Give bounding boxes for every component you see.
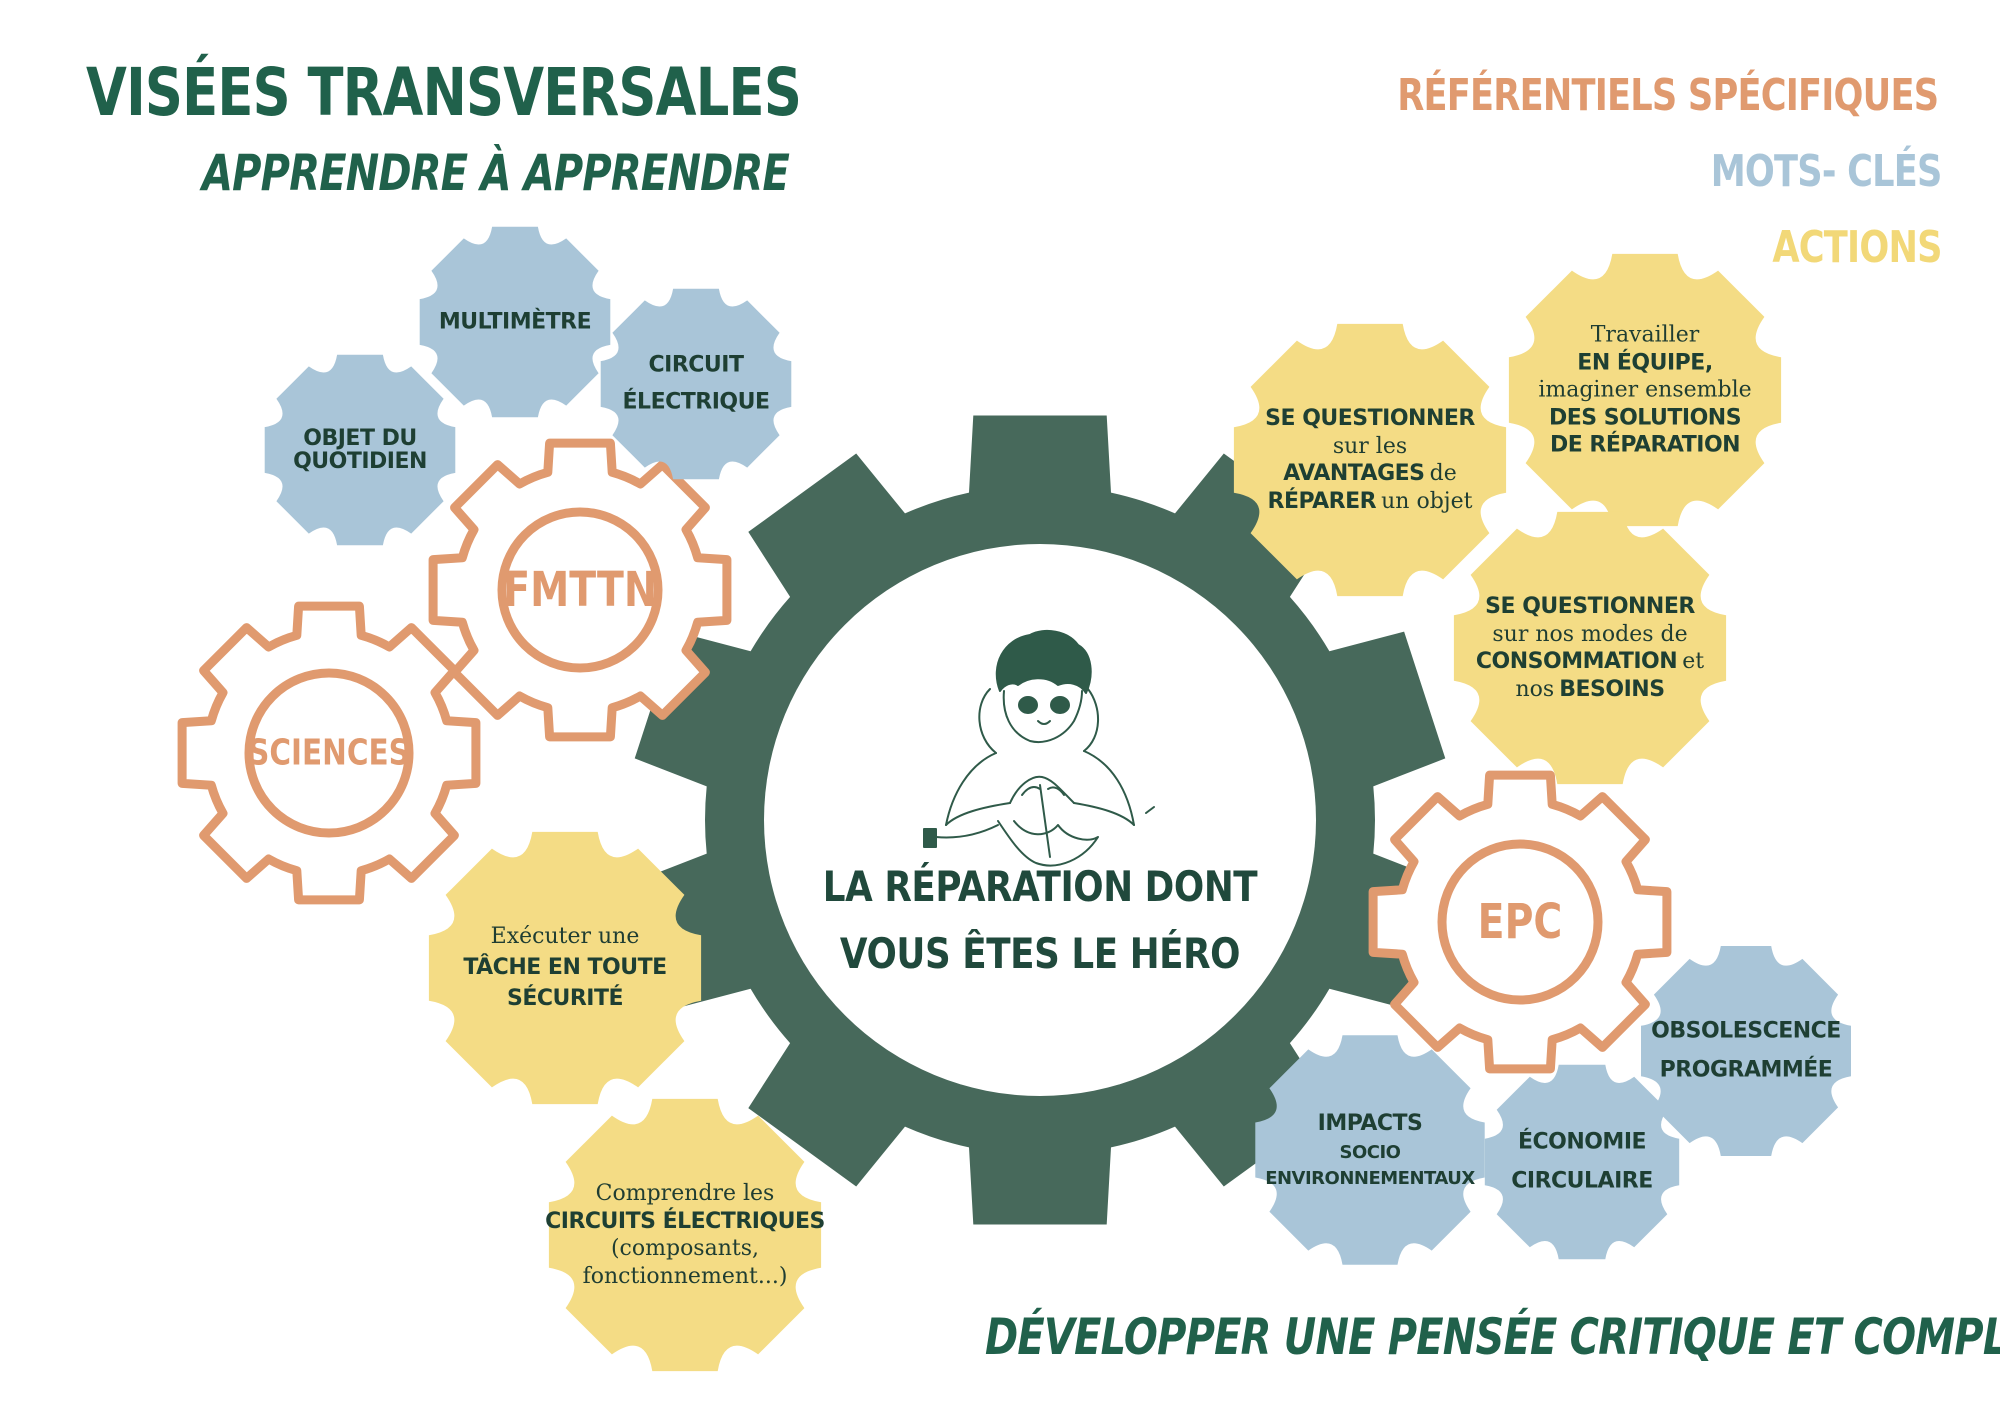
action-consommation-s3: nos	[1515, 676, 1555, 702]
action-avantages-b1: SE QUESTIONNER	[1265, 406, 1475, 431]
legend-mots-cles-label: MOTS- CLÉS	[1711, 146, 1943, 197]
action-circuits: Comprendre les CIRCUITS ÉLECTRIQUES (com…	[545, 1180, 825, 1290]
keyword-multimetre: MULTIMÈTRE	[438, 308, 592, 336]
action-securite-s1: Exécuter une	[490, 923, 640, 949]
action-gear-circuits	[548, 1098, 822, 1372]
gear-label-epc: EPC	[1477, 894, 1563, 950]
action-avantages-s2: de	[1429, 461, 1457, 486]
action-gear-consommation	[1453, 511, 1727, 785]
action-consommation-s2: et	[1682, 649, 1705, 674]
action-equipe-b1: EN ÉQUIPE,	[1577, 349, 1713, 375]
action-gear-equipe	[1508, 253, 1782, 527]
action-equipe-s2: imaginer ensemble	[1538, 377, 1752, 403]
keyword-circuit-line2: ÉLECTRIQUE	[622, 390, 770, 415]
keyword-impacts-line3: ENVIRONNEMENTAUX	[1265, 1167, 1475, 1189]
page-title: VISÉES TRANSVERSALES	[86, 54, 802, 131]
epc-gear-shape	[1368, 770, 1672, 1074]
footer-title: DÉVELOPPER UNE PENSÉE CRITIQUE ET COMPLE…	[985, 1308, 2000, 1366]
keyword-obsolescence-line1: OBSOLESCENCE	[1651, 1018, 1841, 1044]
keyword-impacts-line2: SOCIO	[1339, 1141, 1401, 1163]
action-consommation-b3: BESOINS	[1559, 676, 1665, 702]
action-avantages-s1: sur les	[1332, 433, 1408, 459]
gear-label-sciences: SCIENCES	[248, 732, 410, 774]
keyword-objet-quotidien: OBJET DU QUOTIDIEN	[293, 427, 427, 473]
action-equipe-b2: DES SOLUTIONS	[1548, 404, 1742, 430]
legend-mots-cles: MOTS- CLÉS	[1653, 146, 1943, 197]
keyword-objet-line2: QUOTIDIEN	[293, 449, 427, 474]
keyword-impacts-line1: IMPACTS	[1317, 1110, 1423, 1136]
action-securite: Exécuter une TÂCHE EN TOUTE SÉCURITÉ	[463, 922, 667, 1014]
keyword-gear-obsolescence	[1641, 946, 1851, 1156]
action-equipe: Travailler EN ÉQUIPE, imaginer ensemble …	[1538, 321, 1751, 459]
fmttn-gear-shape	[428, 438, 732, 742]
sciences-gear-shape	[177, 601, 481, 905]
keyword-gear-economie	[1484, 1064, 1680, 1260]
legend-actions: ACTIONS	[1730, 222, 1943, 273]
keyword-economie-line1: ÉCONOMIE	[1517, 1129, 1647, 1155]
legend-referentiels: RÉFÉRENTIELS SPÉCIFIQUES	[1262, 70, 1939, 121]
action-equipe-b3: DE RÉPARATION	[1549, 432, 1741, 458]
action-consommation-s1: sur nos modes de	[1492, 621, 1688, 647]
keyword-gear-multimetre	[419, 226, 611, 418]
action-gear-avantages	[1233, 323, 1507, 597]
action-gear-securite	[428, 831, 702, 1105]
center-gear-hole	[764, 544, 1316, 1096]
keyword-economie-circulaire: ÉCONOMIE CIRCULAIRE	[1511, 1124, 1653, 1201]
action-securite-b2: SÉCURITÉ	[506, 985, 624, 1011]
action-circuits-s3: fonctionnement...)	[582, 1263, 788, 1289]
legend-actions-label: ACTIONS	[1772, 222, 1943, 273]
gear-label-fmttn: FMTTN	[503, 562, 657, 618]
keyword-gear-objet	[264, 354, 456, 546]
keyword-multimetre-text: MULTIMÈTRE	[438, 309, 592, 335]
keyword-gear-circuit	[600, 288, 792, 480]
action-avantages-s3: un objet	[1381, 488, 1473, 514]
keyword-impacts: IMPACTS SOCIO ENVIRONNEMENTAUX	[1265, 1108, 1475, 1192]
action-consommation: SE QUESTIONNER sur nos modes de CONSOMMA…	[1476, 593, 1704, 703]
action-avantages-b2: AVANTAGES	[1283, 461, 1425, 486]
action-circuits-s1: Comprendre les	[595, 1181, 775, 1206]
sciences-gear-ring	[244, 668, 414, 838]
center-title-line2: VOUS ÊTES LE HÉRO	[839, 929, 1241, 978]
keyword-objet-line1: OBJET DU	[303, 425, 417, 451]
keyword-gear-impacts	[1255, 1035, 1485, 1265]
repair-hero-illustration-icon	[923, 629, 1155, 867]
page-subtitle: APPRENDRE À APPRENDRE	[202, 144, 790, 202]
keyword-circuit-line1: CIRCUIT	[648, 352, 744, 378]
action-avantages: SE QUESTIONNER sur les AVANTAGES de RÉPA…	[1265, 405, 1475, 515]
epc-gear-ring	[1437, 839, 1603, 1005]
keyword-obsolescence-line2: PROGRAMMÉE	[1659, 1057, 1833, 1082]
legend-referentiels-label: RÉFÉRENTIELS SPÉCIFIQUES	[1396, 70, 1939, 121]
action-consommation-b1: SE QUESTIONNER	[1485, 594, 1695, 619]
center-title-line1: LA RÉPARATION DONT	[822, 861, 1258, 911]
action-avantages-b3: RÉPARER	[1267, 488, 1377, 514]
center-title: LA RÉPARATION DONT VOUS ÊTES LE HÉRO	[822, 853, 1258, 987]
keyword-circuit-electrique: CIRCUIT ÉLECTRIQUE	[623, 347, 770, 422]
fmttn-gear-ring	[497, 507, 663, 673]
action-equipe-s1: Travailler	[1590, 322, 1700, 348]
action-securite-b1: TÂCHE EN TOUTE	[463, 954, 667, 980]
action-consommation-b2: CONSOMMATION	[1475, 649, 1678, 674]
keyword-obsolescence: OBSOLESCENCE PROGRAMMÉE	[1651, 1013, 1841, 1090]
action-circuits-b1: CIRCUITS ÉLECTRIQUES	[545, 1208, 825, 1234]
action-circuits-s2: (composants,	[610, 1236, 760, 1261]
keyword-economie-line2: CIRCULAIRE	[1511, 1168, 1653, 1193]
